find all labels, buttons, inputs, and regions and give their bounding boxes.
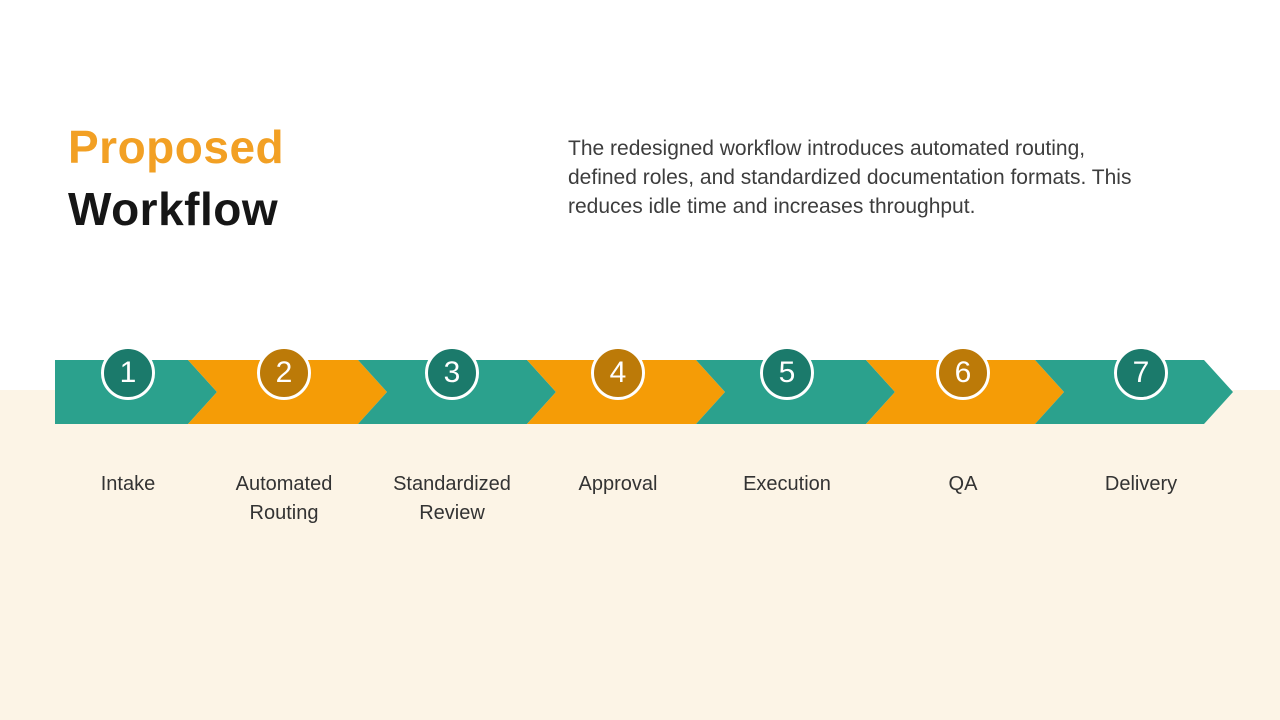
step-number-4: 4 — [609, 356, 627, 389]
step-number-circle-6: 6 — [936, 346, 990, 400]
step-label-intake: Intake — [100, 473, 156, 495]
step-number-3: 3 — [443, 356, 461, 389]
step-label-standardized-review: Standardized Review — [393, 473, 511, 524]
step-number-6: 6 — [954, 356, 972, 389]
step-number-circle-2: 2 — [257, 346, 311, 400]
step-number-circle-5: 5 — [760, 346, 814, 400]
title-line-proposed: Proposed — [68, 121, 285, 173]
step-number-circle-1: 1 — [101, 346, 155, 400]
step-label-qa: QA — [948, 473, 978, 495]
step-label-automated-routing: Automated Routing — [235, 473, 333, 524]
step-number-5: 5 — [778, 356, 796, 389]
step-number-1: 1 — [119, 356, 137, 389]
step-label-approval: Approval — [578, 473, 658, 495]
page-title: Proposed Workflow — [68, 116, 284, 240]
bottom-background — [0, 390, 1280, 720]
step-number-circle-4: 4 — [591, 346, 645, 400]
step-label-delivery: Delivery — [1104, 473, 1178, 495]
title-line-workflow: Workflow — [68, 183, 279, 235]
step-number-circle-7: 7 — [1114, 346, 1168, 400]
step-number-circle-3: 3 — [425, 346, 479, 400]
step-number-2: 2 — [275, 356, 293, 389]
step-label-execution: Execution — [743, 473, 831, 495]
step-number-7: 7 — [1132, 356, 1150, 389]
slide-description: The redesigned workflow introduces autom… — [568, 137, 1132, 218]
